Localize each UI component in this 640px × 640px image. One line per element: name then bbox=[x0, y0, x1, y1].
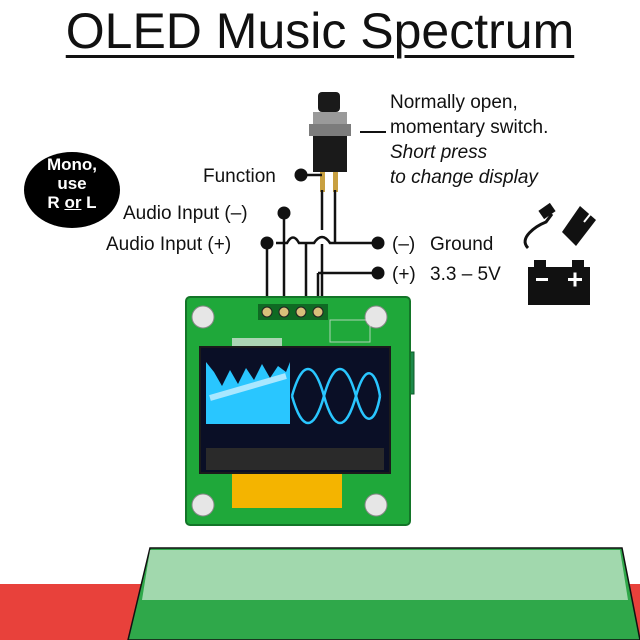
switch-body bbox=[313, 136, 347, 172]
mono-badge: Mono, use R or L bbox=[24, 152, 120, 228]
pin-label-audio-pos: Audio Input (+) bbox=[106, 234, 232, 255]
sine-wave-1 bbox=[290, 367, 382, 425]
banner-highlight bbox=[142, 550, 628, 600]
badge-line3: R or L bbox=[24, 193, 120, 212]
pin-label-ground: Ground bbox=[430, 234, 494, 255]
battery-icon bbox=[528, 260, 590, 305]
pin-2 bbox=[278, 306, 290, 318]
pin-label-function: Function bbox=[203, 166, 276, 187]
spectrum-waveform bbox=[206, 362, 290, 424]
switch-note-line1: Normally open, bbox=[390, 92, 518, 113]
pin-label-power: 3.3 – 5V bbox=[430, 264, 501, 285]
page-title: OLED Music Spectrum bbox=[65, 3, 575, 59]
switch-nut bbox=[313, 112, 347, 124]
switch-lead-2 bbox=[333, 172, 338, 192]
switch-cap bbox=[318, 92, 340, 112]
silkscreen-outline bbox=[329, 319, 371, 343]
switch-note-line4: to change display bbox=[390, 167, 538, 188]
pin-label-ground-sign: (–) bbox=[392, 234, 416, 255]
spectrum-highlight bbox=[209, 373, 287, 401]
sine-wave-2 bbox=[290, 367, 382, 425]
dot-audio-pos bbox=[260, 236, 274, 250]
mount-hole-bl bbox=[191, 493, 215, 517]
pin-label-audio-neg: Audio Input (–) bbox=[123, 203, 248, 224]
power-adapter-icon bbox=[523, 202, 596, 250]
pin-1 bbox=[261, 306, 273, 318]
pin-label-power-sign: (+) bbox=[392, 264, 416, 285]
badge-line2: use bbox=[57, 174, 87, 193]
badge-or: or bbox=[64, 193, 82, 212]
wire-dots bbox=[260, 168, 385, 280]
wires bbox=[265, 173, 378, 308]
badge-r: R bbox=[47, 193, 60, 212]
pin-header bbox=[258, 304, 328, 320]
ribbon-cable bbox=[232, 470, 342, 508]
screen-bottom-bezel bbox=[206, 448, 384, 470]
pin-4 bbox=[312, 306, 324, 318]
mount-hole-br bbox=[364, 493, 388, 517]
badge-line1: Mono, bbox=[46, 155, 98, 174]
switch-lead-1 bbox=[320, 172, 325, 192]
mount-hole-tr bbox=[364, 305, 388, 329]
switch-nut-lower bbox=[309, 124, 351, 136]
mount-hole-tl bbox=[191, 305, 215, 329]
bottom-banner bbox=[0, 547, 640, 640]
dot-function bbox=[294, 168, 308, 182]
silkscreen-mark bbox=[232, 338, 282, 346]
pin-3 bbox=[295, 306, 307, 318]
switch-note-line2: momentary switch. bbox=[390, 117, 549, 138]
dot-audio-neg bbox=[277, 206, 291, 220]
push-switch bbox=[309, 92, 386, 192]
switch-note-line3: Short press bbox=[390, 142, 488, 163]
dot-ground bbox=[371, 236, 385, 250]
dot-power bbox=[371, 266, 385, 280]
badge-l: L bbox=[86, 193, 97, 212]
oled-module bbox=[185, 296, 415, 526]
